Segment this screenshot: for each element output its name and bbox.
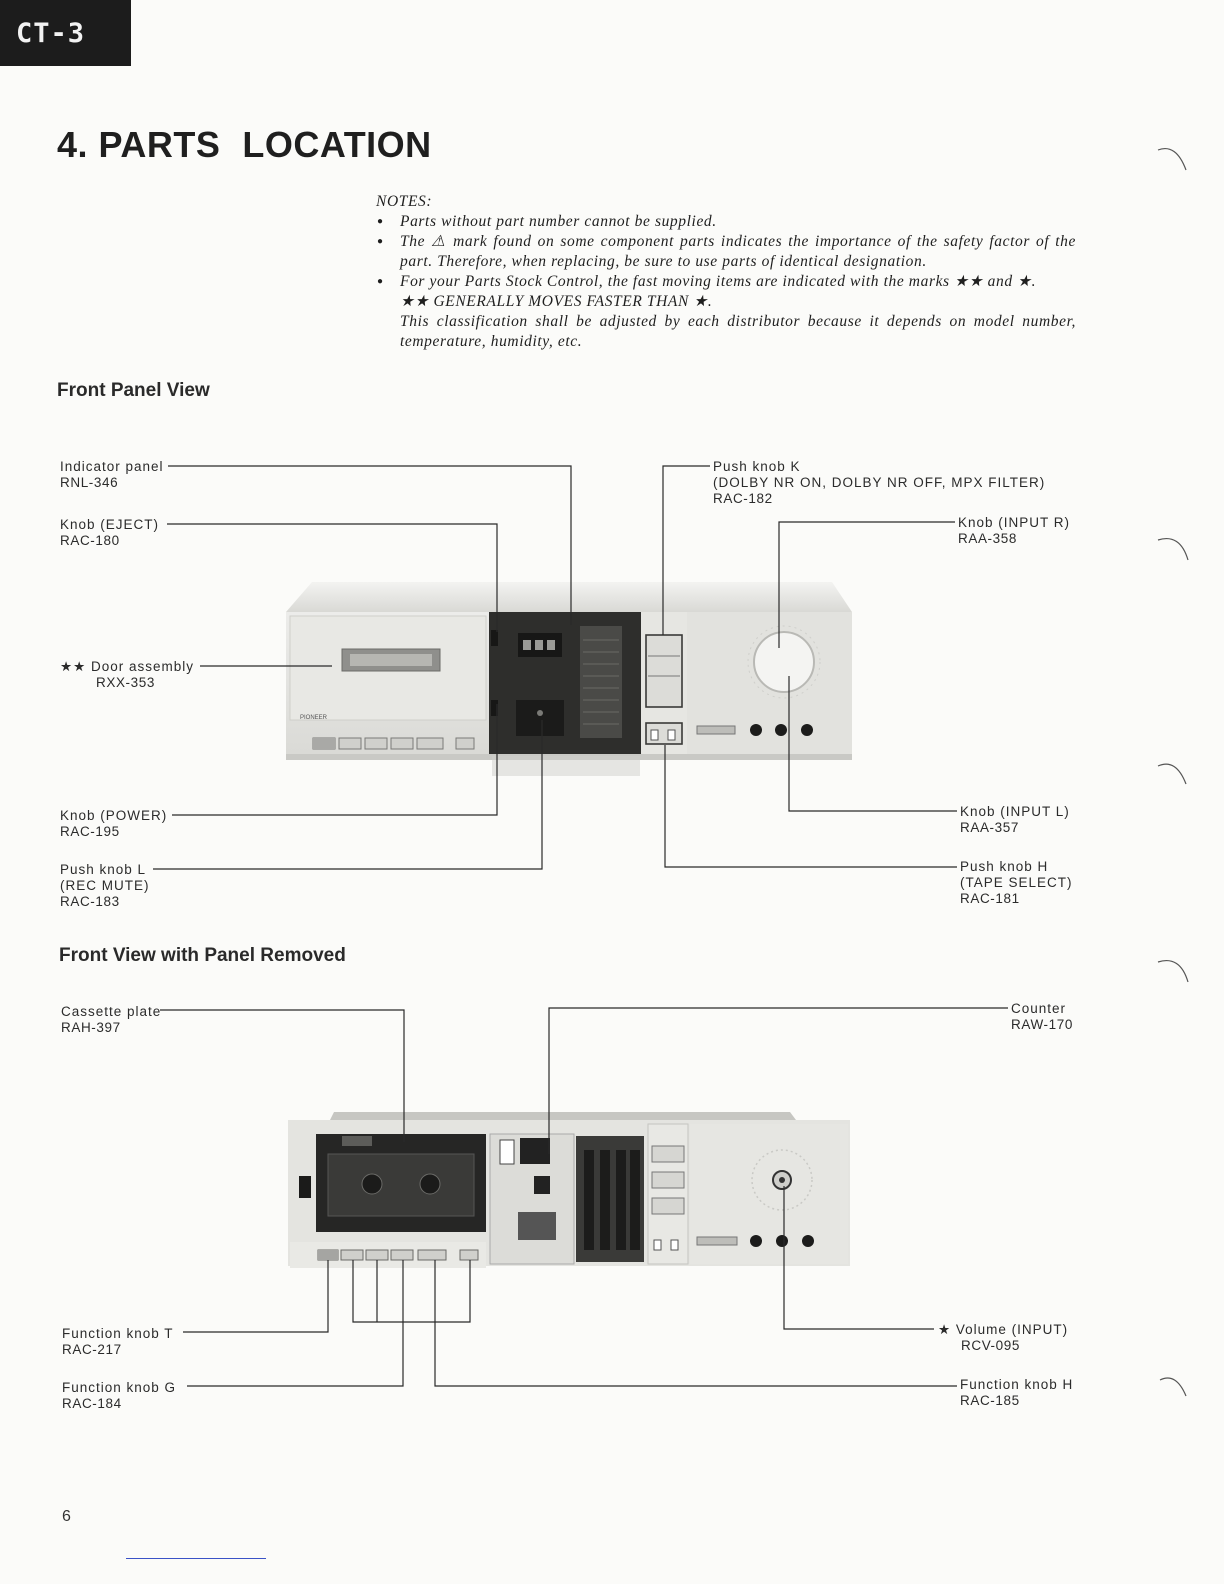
note-item: For your Parts Stock Control, the fast m…: [376, 272, 1076, 292]
eject-knob: [491, 630, 498, 646]
callout-function-knob-g: Function knob G RAC-184: [62, 1380, 177, 1411]
note-sub-1: ★★ GENERALLY MOVES FASTER THAN ★.: [400, 293, 713, 310]
device-top-cover: [286, 582, 852, 612]
binding-marks: [1157, 148, 1189, 1397]
callout-push-knob-k: Push knob K (DOLBY NR ON, DOLBY NR OFF, …: [713, 459, 1046, 506]
input-knob: [753, 631, 815, 693]
notes-block: NOTES: Parts without part number cannot …: [376, 192, 1076, 352]
brand-logo: PIONEER: [300, 715, 328, 721]
push-knob-k: [645, 634, 683, 708]
section-title-panel-removed: Front View with Panel Removed: [59, 945, 346, 966]
callout-cassette-plate: Cassette plate RAH-397: [61, 1004, 162, 1035]
front-panel-device: PIONEER: [286, 582, 852, 776]
page-title-word: LOCATION: [242, 124, 432, 165]
callout-knob-input-l: Knob (INPUT L) RAA-357: [960, 804, 1070, 835]
note-sub-2: This classification shall be adjusted by…: [400, 313, 1076, 350]
panel-removed-callout-lines: [160, 1007, 1008, 1387]
section-title-front-panel: Front Panel View: [57, 380, 210, 401]
notes-heading: NOTES:: [376, 193, 433, 210]
note-item: Parts without part number cannot be supp…: [376, 212, 1076, 232]
callout-knob-eject: Knob (EJECT) RAC-180: [60, 517, 160, 548]
callout-function-knob-h: Function knob H RAC-185: [960, 1377, 1074, 1408]
footer-rule: [126, 1558, 266, 1559]
callout-counter: Counter RAW-170: [1011, 1001, 1073, 1032]
note-item: The ⚠ mark found on some component parts…: [376, 232, 1076, 272]
counter: [520, 1138, 550, 1164]
page-number: 6: [62, 1508, 71, 1525]
model-tab: CT-3: [0, 0, 131, 66]
callout-door-assembly: ★★ Door assembly RXX-353: [60, 659, 194, 690]
callout-push-knob-l: Push knob L (REC MUTE) RAC-183: [60, 862, 150, 909]
callout-function-knob-t: Function knob T RAC-217: [62, 1326, 174, 1357]
callout-volume-input: ★ Volume (INPUT) RCV-095: [938, 1322, 1069, 1353]
page-title: 4. PARTS LOCATION: [57, 124, 432, 166]
model-label: CT-3: [16, 18, 86, 49]
power-knob: [491, 700, 498, 716]
callout-knob-input-r: Knob (INPUT R) RAA-358: [958, 515, 1071, 546]
front-panel-callout-lines: [153, 465, 957, 870]
page-title-number: 4. PARTS: [57, 124, 221, 165]
callout-knob-power: Knob (POWER) RAC-195: [60, 808, 168, 839]
panel-removed-device: [288, 1112, 850, 1268]
indicator-panel: [580, 626, 622, 738]
callout-indicator-panel: Indicator panel RNL-346: [60, 459, 164, 490]
callout-push-knob-h: Push knob H (TAPE SELECT) RAC-181: [960, 859, 1073, 906]
notes-list: Parts without part number cannot be supp…: [376, 212, 1076, 292]
